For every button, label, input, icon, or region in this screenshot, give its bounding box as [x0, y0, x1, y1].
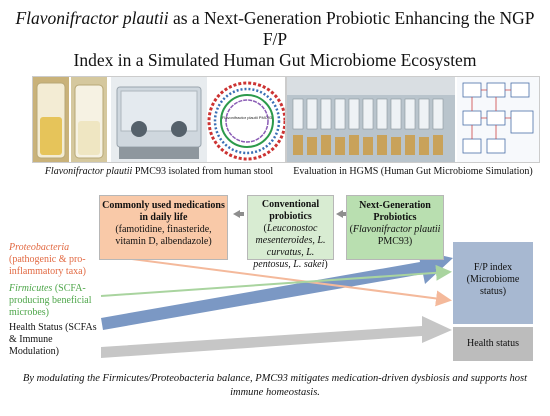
fp-index-label: F/P index — [473, 262, 513, 273]
medications-box: Commonly used medications in daily life … — [99, 195, 228, 260]
conventional-to-nextgen-arrow — [336, 210, 347, 218]
nextgen-species: Flavonifractor plautii — [352, 224, 441, 235]
health-status-box: Health status — [453, 327, 533, 361]
fp-index-box: F/P index (Microbiome status) — [453, 242, 533, 324]
title-line1: as a Next-Generation Probiotic Enhancing… — [168, 8, 535, 49]
proteobacteria-desc: (pathogenic & pro-inflammatory taxa) — [9, 254, 86, 277]
fp-index-arrow — [101, 250, 453, 330]
hgms-photo-panel — [286, 76, 540, 163]
firmicutes-desc: (SCFA-producing beneficial microbes) — [9, 283, 92, 318]
isolation-photo-panel: Flavonifractor plautii PMC93 — [32, 76, 286, 163]
medications-title: Commonly used medications in daily life — [102, 200, 225, 223]
caption-left-rest: PMC93 isolated from human stool — [132, 166, 274, 177]
health-status-outcome: Health status — [467, 338, 519, 349]
isolation-photo: Flavonifractor plautii PMC93 — [33, 77, 285, 162]
medications-body: (famotidine, finasteride, vitamin D, alb… — [115, 224, 212, 247]
proteobacteria-name: Proteobacteria — [9, 242, 70, 253]
firmicutes-label: Firmicutes (SCFA-producing beneficial mi… — [9, 283, 101, 319]
figure-footer: By modulating the Firmicutes/Proteobacte… — [22, 373, 528, 398]
firmicutes-arrow — [100, 264, 452, 297]
title-line2: Index in a Simulated Human Gut Microbiom… — [73, 50, 477, 70]
firmicutes-name: Firmicutes — [9, 283, 53, 294]
hgms-caption: Evaluation in HGMS (Human Gut Microbiome… — [293, 166, 533, 177]
conventional-probiotics-box: Conventional probiotics (Leuconostoc mes… — [247, 195, 334, 270]
nextgen-probiotics-box: Next-Generation Probiotics (Flavonifract… — [346, 195, 444, 260]
title-species: Flavonifractor plautii — [15, 8, 169, 28]
proteobacteria-arrow — [100, 254, 452, 307]
hgms-photo — [287, 77, 539, 162]
caption-species: Flavonifractor plautii — [44, 166, 133, 177]
health-status-label: Health Status (SCFAs & Immune Modulation… — [9, 322, 97, 357]
genome-map: Flavonifractor plautii PMC93 — [207, 81, 285, 161]
nextgen-open: ( — [349, 224, 353, 235]
nextgen-strain: PMC93) — [377, 236, 413, 247]
nextgen-title: Next-Generation Probiotics — [359, 200, 431, 223]
genome-map-label: Flavonifractor plautii PMC93 — [222, 115, 273, 120]
fp-index-sub: (Microbiome status) — [466, 274, 520, 297]
conventional-species: Leuconostoc mesenteroides, L. curvatus, … — [253, 223, 326, 270]
conventional-title: Conventional probiotics — [261, 199, 320, 222]
proteobacteria-label: Proteobacteria (pathogenic & pro-inflamm… — [9, 242, 101, 278]
health-status-arrow — [101, 316, 452, 358]
conventional-open: ( — [263, 223, 267, 234]
meds-to-conventional-arrow — [233, 210, 244, 218]
figure-title: Flavonifractor plautii as a Next-Generat… — [10, 8, 540, 71]
conventional-close: ) — [324, 259, 328, 270]
isolation-caption: Flavonifractor plautii PMC93 isolated fr… — [32, 166, 286, 177]
